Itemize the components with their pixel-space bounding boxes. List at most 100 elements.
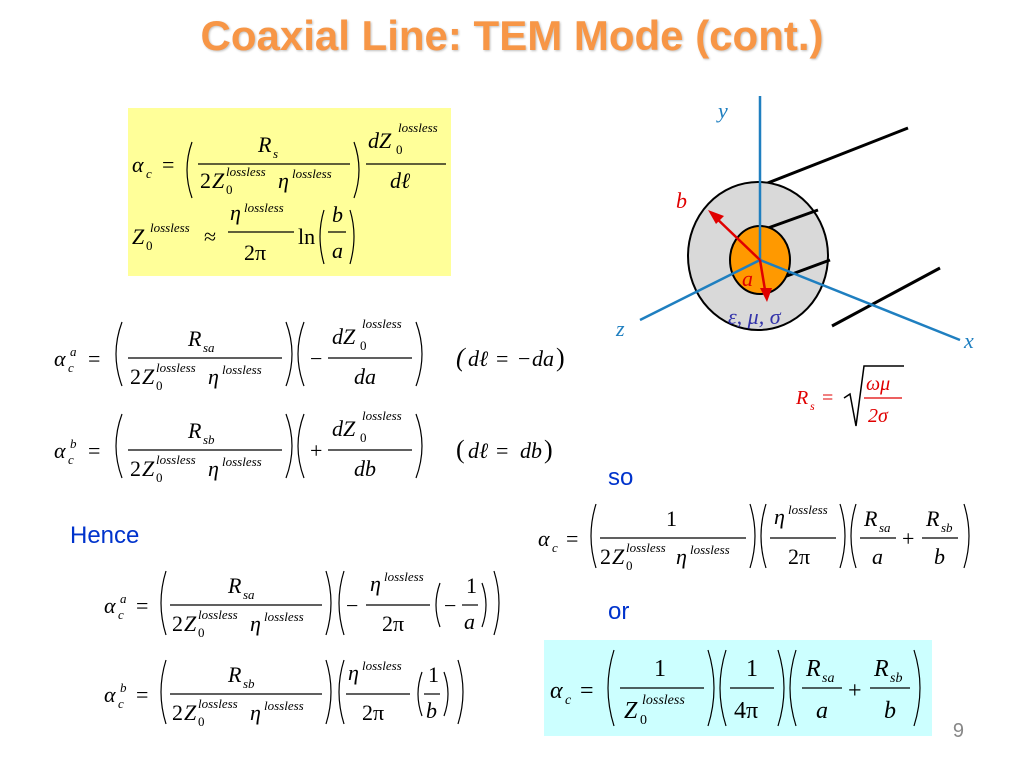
rs-lhs: R [795,387,808,409]
svg-text:+: + [902,526,914,551]
svg-text:2π: 2π [244,240,266,265]
svg-text:c: c [146,166,152,181]
slide-title: Coaxial Line: TEM Mode (cont.) [200,12,824,59]
svg-text:dZ: dZ [368,128,392,153]
svg-text:b: b [934,544,945,569]
rs-numerator: ωμ [866,373,890,395]
svg-text:sb: sb [243,676,255,691]
svg-text:0: 0 [396,142,403,157]
svg-text:≈: ≈ [204,224,216,249]
svg-text:η: η [250,700,261,725]
svg-text:4π: 4π [734,698,758,724]
svg-text:=: = [822,387,833,409]
outer-top-line [759,126,909,188]
svg-text:da: da [354,364,376,389]
svg-text:dZ: dZ [332,324,356,349]
svg-text:(: ( [456,435,465,464]
svg-text:−: − [346,593,358,618]
svg-text:lossless: lossless [222,454,262,469]
svg-text:da: da [532,346,554,371]
svg-text:s: s [273,146,278,161]
svg-text:sa: sa [879,520,891,535]
svg-text:c: c [68,360,74,375]
svg-text:lossless: lossless [156,360,196,375]
svg-text:η: η [208,364,219,389]
svg-text:lossless: lossless [198,607,238,622]
svg-text:α: α [104,682,116,707]
svg-text:a: a [332,238,343,263]
svg-text:db: db [520,438,542,463]
z-axis [639,258,761,322]
svg-text:η: η [370,571,381,596]
svg-text:b: b [120,680,127,695]
radius-a-label: a [742,266,753,291]
so-label: so [608,464,634,491]
svg-text:0: 0 [360,338,367,353]
svg-text:0: 0 [360,430,367,445]
page-number: 9 [952,720,964,742]
svg-text:lossless: lossless [292,166,332,181]
svg-text:dℓ: dℓ [468,438,489,463]
svg-text:lossless: lossless [690,542,730,557]
svg-text:lossless: lossless [384,569,424,584]
svg-text:R: R [187,326,202,351]
svg-text:lossless: lossless [362,408,402,423]
svg-text:0: 0 [226,182,233,197]
svg-text:sb: sb [941,520,953,535]
svg-text:η: η [774,504,785,529]
svg-text:α: α [538,526,550,551]
svg-text:lossless: lossless [362,316,402,331]
svg-text:lossless: lossless [222,362,262,377]
svg-text:1: 1 [654,656,666,682]
or-label: or [608,598,630,625]
svg-text:=: = [580,678,594,704]
svg-text:0: 0 [626,558,633,573]
svg-text:+: + [848,678,862,704]
svg-text:lossless: lossless [244,200,284,215]
svg-text:=: = [88,438,100,463]
svg-text:2: 2 [172,700,183,725]
svg-text:Z: Z [212,168,225,193]
svg-text:b: b [426,698,437,723]
x-axis [759,258,961,342]
svg-text:lossless: lossless [362,658,402,673]
svg-text:R: R [227,662,242,687]
svg-text:α: α [132,152,144,177]
rs-sub: s [810,399,815,413]
radius-b-label: b [676,188,687,213]
svg-text:sb: sb [203,432,215,447]
rs-denominator: 2σ [868,405,889,427]
svg-text:lossless: lossless [264,609,304,624]
coax-diagram: y x z b a ε, μ, σ R s = ωμ 2σ [615,96,974,427]
svg-text:=: = [88,346,100,371]
svg-text:c: c [118,696,124,711]
svg-text:α: α [550,678,563,704]
svg-text:c: c [552,540,558,555]
svg-text:η: η [676,544,687,569]
svg-text:b: b [332,202,343,227]
svg-text:η: η [278,168,289,193]
svg-text:R: R [257,132,272,157]
svg-text:lossless: lossless [626,540,666,555]
svg-text:lossless: lossless [264,698,304,713]
svg-text:a: a [464,609,475,634]
svg-text:η: η [250,611,261,636]
svg-text:0: 0 [198,625,205,640]
svg-text:0: 0 [198,714,205,729]
svg-text:1: 1 [666,506,677,531]
definition-box [128,108,451,276]
svg-text:dℓ: dℓ [390,168,411,193]
svg-text:=: = [136,593,148,618]
svg-text:R: R [863,506,878,531]
svg-text:Z: Z [184,700,197,725]
svg-text:+: + [310,438,322,463]
svg-text:R: R [227,573,242,598]
svg-text:b: b [70,436,77,451]
svg-text:=: = [162,152,174,177]
svg-text:sa: sa [243,587,255,602]
svg-text:Z: Z [624,698,638,724]
svg-text:sa: sa [203,340,215,355]
